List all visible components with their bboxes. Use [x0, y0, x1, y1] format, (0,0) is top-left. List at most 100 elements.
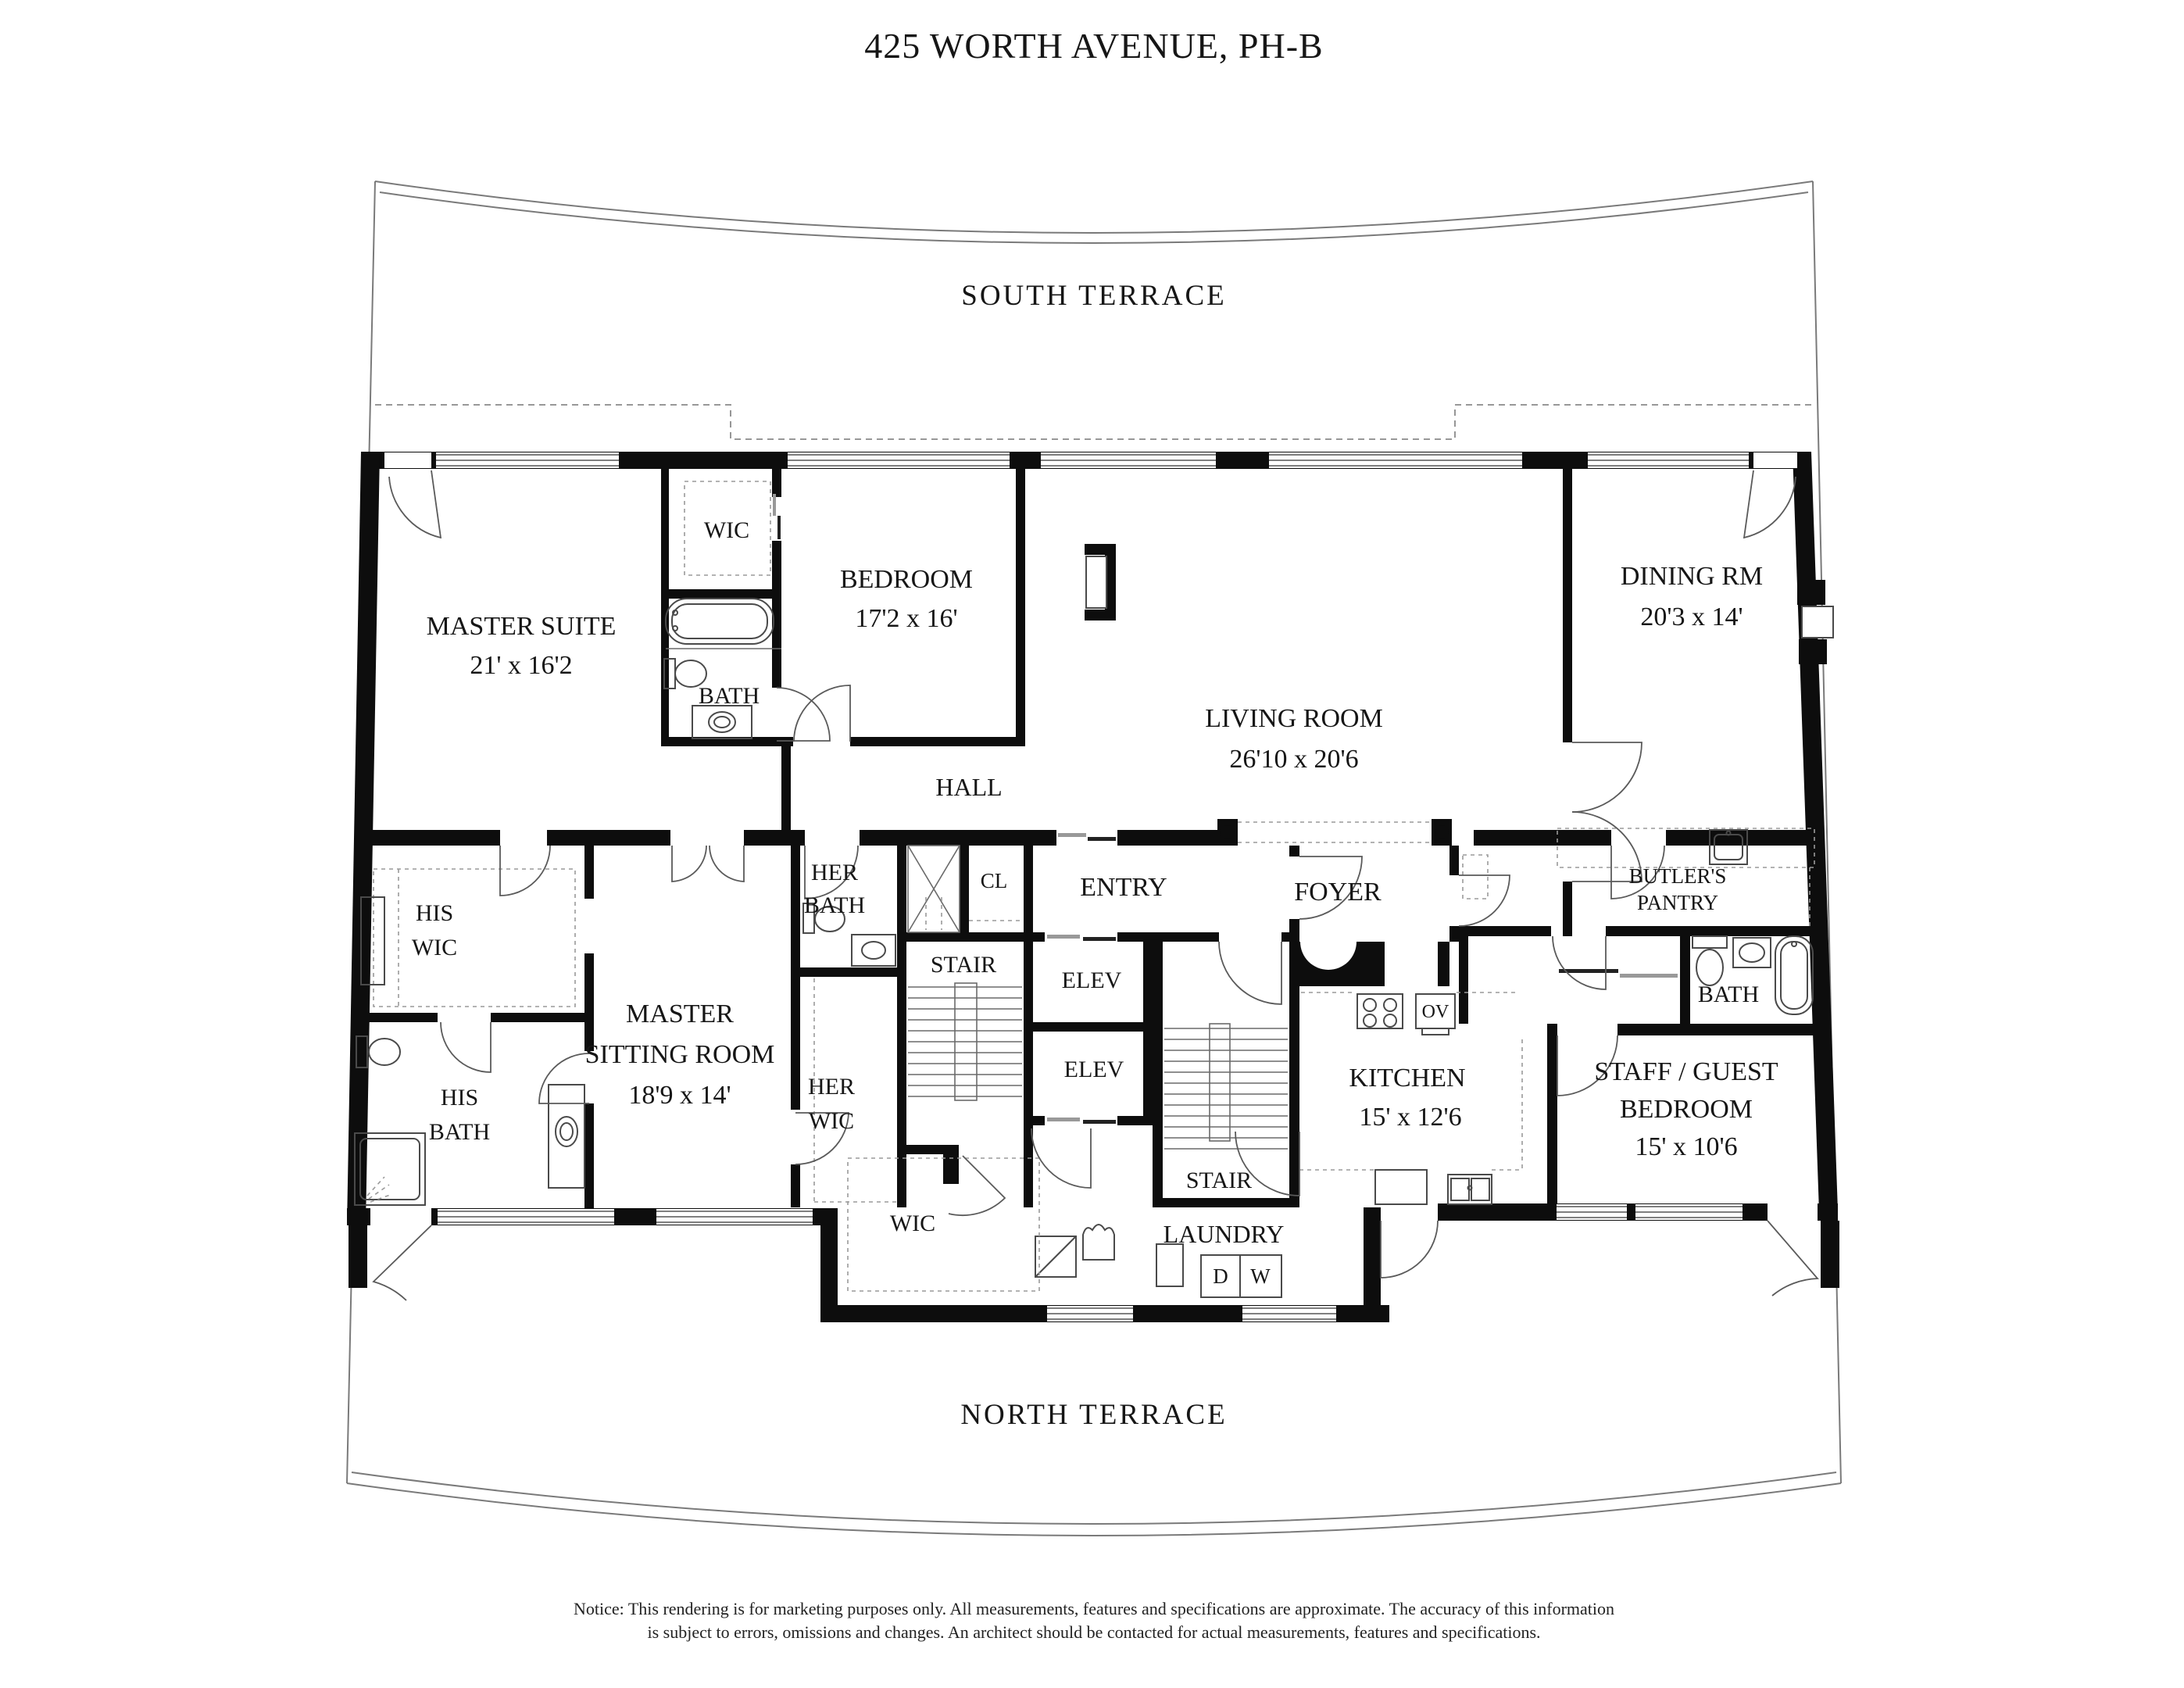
toilet-her — [802, 903, 845, 934]
label-elevator-a: ELEV — [1062, 967, 1122, 993]
bedroom-door — [793, 685, 851, 742]
laundry-chute — [1035, 1236, 1077, 1278]
dining-double-door-bottom — [1571, 811, 1642, 882]
fixtures — [354, 598, 1814, 1298]
page-title: 425 WORTH AVENUE, PH-B — [864, 26, 1323, 66]
entry-stair-door — [1218, 941, 1282, 1005]
label-sitting-dims: 18'9 x 14' — [628, 1081, 731, 1110]
label-foyer: FOYER — [1294, 878, 1382, 907]
sitting-double-door-right — [709, 845, 745, 882]
linen-closet — [907, 845, 960, 933]
label-kitchen: KITCHEN — [1349, 1064, 1465, 1093]
toilet-his — [356, 1035, 401, 1068]
sink-her — [851, 934, 896, 967]
label-hall: HALL — [935, 773, 1002, 801]
label-her-wic-2: WIC — [809, 1108, 854, 1134]
label-living-room-dims: 26'10 x 20'6 — [1229, 745, 1358, 774]
oven — [1415, 993, 1456, 1035]
kitchen-island — [1374, 1169, 1428, 1205]
label-her-bath-1: HER — [811, 860, 858, 885]
label-dryer: D — [1213, 1264, 1228, 1288]
labels: 425 WORTH AVENUE, PH-B SOUTH TERRACE NOR… — [412, 26, 1778, 1642]
label-service-bath: BATH — [1698, 982, 1759, 1007]
label-his-wic-1: HIS — [416, 900, 453, 926]
label-kitchen-dims: 15' x 12'6 — [1359, 1103, 1461, 1132]
terrace-door-ne — [1743, 470, 1796, 539]
lower-wic-shelving — [847, 1157, 1040, 1292]
kitchen-terrace-door — [1380, 1220, 1439, 1279]
terrace-door-se — [1767, 1220, 1819, 1296]
kitchen-counters — [1299, 992, 1523, 1172]
label-master-wic: WIC — [704, 517, 749, 543]
vanity-his — [548, 1084, 585, 1189]
sink-master — [692, 705, 752, 739]
label-washer: W — [1250, 1264, 1271, 1288]
terrace-door-sw — [372, 1225, 432, 1301]
stair-service-treads — [1164, 1023, 1288, 1150]
stair-main-treads — [908, 982, 1022, 1101]
label-sitting-1: MASTER — [626, 1000, 734, 1028]
label-stair-main: STAIR — [931, 952, 996, 978]
corridor-cabinet — [1462, 854, 1489, 899]
her-bath-door — [804, 845, 859, 899]
foyer-corridor-door — [1458, 874, 1510, 927]
dining-double-door-top — [1571, 742, 1642, 813]
sink-service — [1732, 937, 1771, 968]
label-his-bath-2: BATH — [429, 1119, 490, 1145]
label-closet: CL — [981, 869, 1008, 892]
foyer-closet-dashed — [1238, 821, 1432, 843]
label-his-wic-2: WIC — [412, 935, 457, 960]
sitting-double-door-left — [671, 845, 707, 882]
kitchen-sink — [1447, 1174, 1492, 1205]
pantry-counter — [1557, 828, 1815, 868]
elevator-doors — [1047, 935, 1116, 1124]
notice-line-2: is subject to errors, omissions and chan… — [647, 1622, 1540, 1642]
label-master-bath: BATH — [699, 683, 760, 709]
label-staff-1: STAFF / GUEST — [1594, 1057, 1778, 1086]
label-south-terrace: SOUTH TERRACE — [961, 280, 1226, 312]
label-sitting-2: SITTING ROOM — [585, 1040, 775, 1069]
terrace-setback-dashed-line — [375, 404, 1811, 440]
windows — [436, 452, 1749, 1321]
label-living-room: LIVING ROOM — [1205, 704, 1383, 733]
label-bedroom: BEDROOM — [840, 565, 973, 594]
south-windows — [436, 452, 1749, 468]
label-staff-2: BEDROOM — [1620, 1095, 1753, 1124]
north-windows — [438, 1204, 1743, 1321]
his-wic-door — [499, 845, 551, 896]
bathtub-service — [1775, 935, 1814, 1015]
toilet-master — [663, 658, 707, 689]
laundry-door-east — [1235, 1131, 1300, 1196]
pantry-sink — [1709, 829, 1748, 865]
pocket-doors — [773, 494, 1678, 978]
master-wic-shelving — [684, 481, 771, 576]
washer — [1239, 1254, 1282, 1298]
toilet-service — [1692, 935, 1728, 986]
label-oven: OV — [1422, 1002, 1449, 1022]
her-wic-shelving — [813, 978, 897, 1203]
laundry-sink — [1082, 1224, 1115, 1261]
his-bath-door — [440, 1021, 491, 1073]
bathtub-master — [665, 598, 781, 649]
label-laundry: LAUNDRY — [1163, 1220, 1285, 1248]
cooktop — [1357, 993, 1403, 1029]
label-pantry-1: BUTLER'S — [1629, 864, 1727, 888]
dining-pantry-door — [1610, 845, 1665, 899]
label-stair-service: STAIR — [1186, 1168, 1252, 1193]
laundry-cabinet — [1156, 1243, 1184, 1287]
his-bath-door-2 — [538, 1053, 590, 1104]
label-her-bath-2: BATH — [804, 892, 865, 918]
label-lower-wic: WIC — [890, 1211, 935, 1236]
fireplace — [1085, 544, 1116, 620]
her-wic-door — [795, 1112, 849, 1165]
label-his-bath-1: HIS — [441, 1085, 478, 1110]
staff-bedroom-door — [1557, 1035, 1618, 1096]
label-master-suite: MASTER SUITE — [427, 612, 617, 641]
lower-wic-door — [948, 1155, 1006, 1216]
label-dining-room: DINING RM — [1621, 562, 1763, 591]
master-bath-door — [776, 687, 831, 742]
shower-his — [354, 1132, 426, 1206]
label-bedroom-dims: 17'2 x 16' — [855, 604, 957, 633]
